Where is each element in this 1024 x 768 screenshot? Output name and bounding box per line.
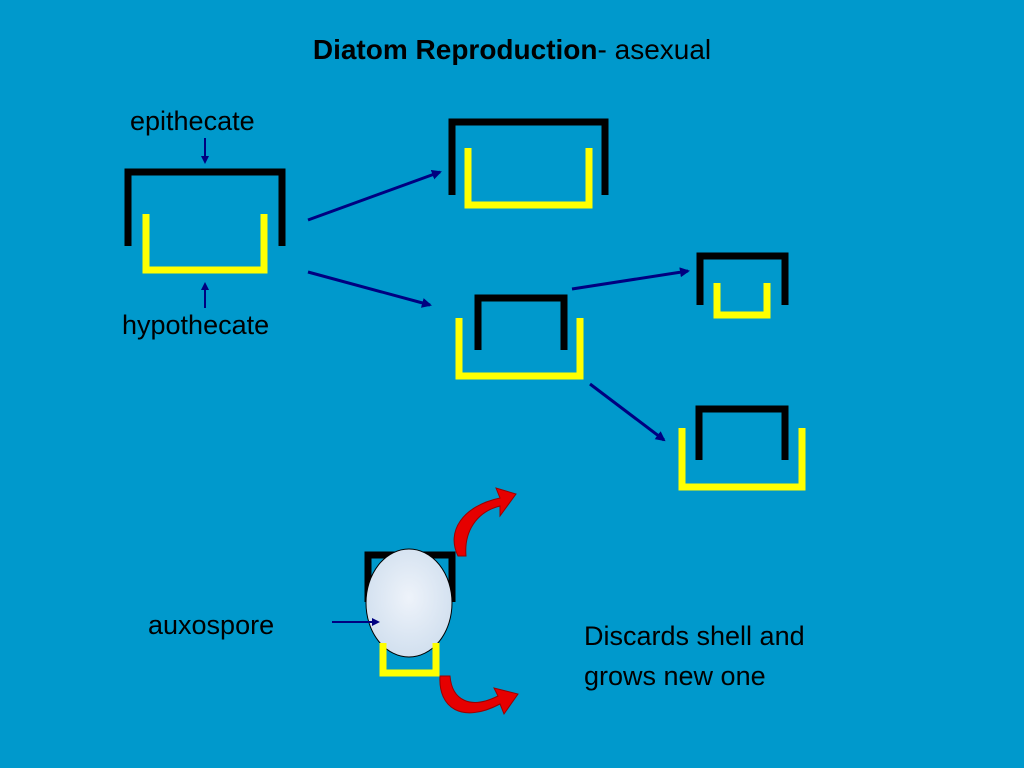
daughter-small-hypotheca <box>455 318 584 380</box>
parent-epitheca <box>124 168 286 246</box>
curved-arrow-up-icon <box>453 487 517 557</box>
arrow-to-granddaughter-large <box>589 382 666 442</box>
granddaughter-cell-small <box>696 252 789 319</box>
arrow-to-granddaughter-small <box>571 267 690 291</box>
note-line-2: grows new one <box>584 661 766 691</box>
auxospore-hypotheca <box>379 643 440 677</box>
granddaughter-large-hypotheca <box>678 428 806 491</box>
daughter-cell-large <box>448 118 609 209</box>
granddaughter-cell-large <box>678 405 806 491</box>
daughter-large-epitheca <box>448 118 609 195</box>
curved-arrow-down-icon <box>439 675 519 716</box>
parent-hypotheca <box>142 214 268 274</box>
daughter-cell-small <box>455 294 584 380</box>
note-line-1: Discards shell and <box>584 621 805 651</box>
granddaughter-small-epitheca <box>696 252 789 305</box>
daughter-small-epitheca <box>474 294 568 350</box>
granddaughter-small-hypotheca <box>713 283 771 319</box>
auxospore-cell <box>364 548 456 677</box>
label-auxospore: auxospore <box>148 610 275 640</box>
label-epithecate: epithecate <box>130 106 255 136</box>
title-rest: - asexual <box>597 34 712 65</box>
title-bold: Diatom Reproduction <box>312 34 598 65</box>
slide-title: Diatom Reproduction- asexual <box>0 34 1024 66</box>
label-hypothecate: hypothecate <box>122 310 270 340</box>
note-text: Discards shell and grows new one <box>584 616 904 696</box>
parent-cell <box>124 168 286 274</box>
granddaughter-large-epitheca <box>695 405 789 460</box>
arrow-to-small-daughter <box>307 270 432 308</box>
daughter-large-hypotheca <box>464 148 593 209</box>
auxospore-body <box>365 548 453 658</box>
arrow-to-large-daughter <box>307 170 442 222</box>
